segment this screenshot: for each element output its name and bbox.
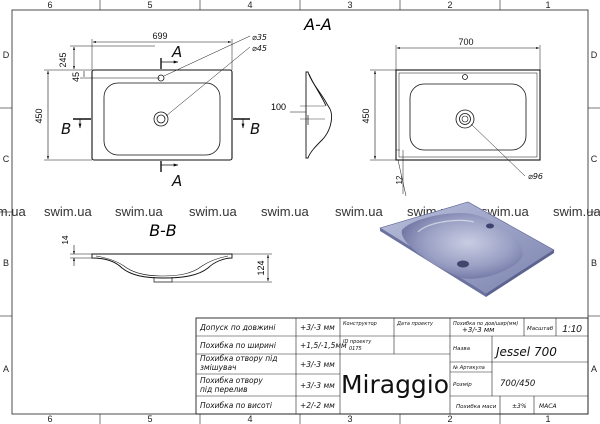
col-label-bottom: 5 [147,414,152,424]
col-label-bottom: 3 [347,414,352,424]
scale-label: Масштаб [527,326,554,332]
cut-label-b-left: B [61,120,71,138]
bowl-outline [103,82,221,156]
watermark-text: swim.ua [335,204,383,219]
tol-value: +3/-3 мм [300,323,335,332]
mass-error-label: Похибка маси [456,404,497,410]
watermark-text: swim.ua [261,204,309,219]
drain-inner [156,114,166,124]
col-label-bottom: 1 [545,414,550,424]
project-id-label: ID проекту [343,339,372,345]
row-label-right: D [591,50,598,60]
constructor-label: Конструктор [343,321,377,327]
mass-error-value: ±3% [512,403,527,410]
tol-value: +1,5/-1,5мм [300,341,347,350]
watermark-text: swim.ua [0,204,26,219]
row-label-right: C [591,154,598,164]
row-label-left: A [3,364,9,374]
col-label-top: 3 [347,0,352,10]
watermark-text: swim.ua [553,204,600,219]
dim-depth-124: 124 [256,260,266,275]
size-value: 700/450 [500,379,535,389]
row-label-left: D [3,50,10,60]
brand-logo: Miraggio [341,370,449,399]
cut-label-a-top: A [171,43,182,61]
col-label-bottom: 2 [447,414,452,424]
tol-value: +2/-2 мм [300,401,335,410]
drawing-error-value: +3/-3 мм [462,326,495,334]
mass-label: МАСА [539,403,557,410]
sink-3d-render [379,201,555,297]
cut-label-b-right: B [250,120,260,138]
col-label-top: 1 [545,0,550,10]
watermark-text: swim.ua [115,204,163,219]
product-name: Jessel 700 [494,345,557,359]
tol-label: змішувач [200,363,237,372]
row-label-right: B [591,258,597,268]
watermark-row: swim.ua swim.ua swim.ua swim.ua swim.ua … [0,204,600,219]
tol-label: Допуск по довжині [199,323,276,332]
dim-right-width: 700 [458,37,473,47]
dim-drain-96: ⌀96 [528,172,543,181]
col-label-top: 6 [47,0,52,10]
section-bb-title: B-B [149,221,176,240]
dim-offset-245: 245 [58,52,68,67]
title-block [195,317,589,415]
cut-label-a-bottom: A [171,172,182,190]
name-label: Назва [453,346,471,352]
dim-right-height: 450 [361,108,371,123]
drain-outer [153,111,169,127]
col-label-top: 5 [147,0,152,10]
project-id-value: 0175 [349,346,362,352]
dim-rim-14: 14 [61,235,70,244]
watermark-text: swim.ua [189,204,237,219]
tol-label: Похибка по ширині [200,341,277,350]
dim-side-depth: 100 [271,102,286,112]
tol-label: Похибка по висоті [200,401,273,410]
dim-right-bottom: 12 [395,175,404,184]
article-label: № Артикула [452,365,485,371]
col-label-bottom: 4 [247,414,252,424]
tol-label: під перелив [200,385,248,394]
row-label-left: B [3,258,9,268]
tol-value: +3/-3 мм [300,360,335,369]
watermark-text: swim.ua [481,204,529,219]
row-label-right: A [591,364,597,374]
tol-value: +3/-3 мм [300,381,335,390]
drawing-error-label: Похибка по дов/шир(мм) [453,321,518,327]
section-aa-title: A-A [303,15,332,34]
size-label: Розмір [453,382,472,388]
col-label-bottom: 6 [47,414,52,424]
dim-top-width: 699 [152,31,167,41]
row-label-left: C [3,154,10,164]
project-date-label: Дата проекту [396,321,434,327]
dim-drain-45: ⌀45 [252,44,267,53]
section-bb-view [70,245,272,283]
dim-top-height: 450 [34,108,44,123]
scale-value: 1:10 [562,324,582,335]
dim-tap-35: ⌀35 [252,33,267,42]
watermark-text: swim.ua [44,204,92,219]
col-label-top: 4 [247,0,252,10]
basin-outline [91,69,233,161]
top-view [44,35,251,172]
tol-label: Похибка отвору [200,376,263,385]
dim-offset-45: 45 [71,72,81,82]
side-profile-view [290,71,333,159]
tol-label: Похибка отвору під [200,354,277,363]
right-plan-view [370,45,541,197]
col-label-top: 2 [447,0,452,10]
